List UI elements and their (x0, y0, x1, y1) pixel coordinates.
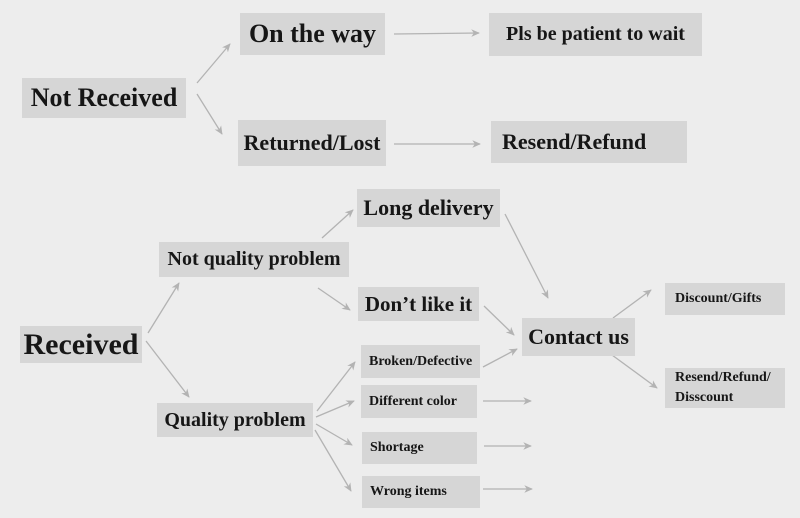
node-resend-refund-disscount: Resend/Refund/ Disscount (665, 368, 785, 408)
node-pls-be-patient: Pls be patient to wait (489, 13, 702, 56)
arrow-quality-to-broken (316, 361, 356, 412)
arrow-contact-us-to-discount-gifts (612, 289, 652, 319)
node-returned-lost: Returned/Lost (238, 120, 386, 166)
arrow-on-the-way-to-pls-patient (393, 29, 480, 37)
node-broken-defective: Broken/Defective (361, 345, 480, 378)
node-not-quality-problem: Not quality problem (159, 242, 349, 277)
node-resend-refund-disscount-line1: Resend/Refund/ (675, 369, 771, 385)
arrow-quality-to-different (315, 400, 355, 418)
arrow-received-to-not-quality (147, 282, 180, 334)
node-resend-refund-disscount-line2: Disscount (675, 390, 734, 405)
node-contact-us: Contact us (522, 318, 635, 356)
arrow-long-delivery-to-contact-us (504, 213, 549, 299)
node-wrong-items: Wrong items (362, 476, 480, 508)
node-dont-like-it: Don’t like it (358, 287, 479, 321)
arrow-not-received-to-returned-lost (196, 93, 223, 135)
node-different-color: Different color (361, 385, 477, 418)
node-not-received: Not Received (22, 78, 186, 118)
arrow-not-received-to-on-the-way (196, 43, 231, 84)
arrow-not-quality-to-long-delivery (321, 209, 354, 239)
node-received: Received (20, 326, 142, 363)
arrow-not-quality-to-dont-like (317, 287, 351, 311)
arrow-dont-like-to-contact-us (483, 305, 515, 336)
arrow-received-to-quality (145, 340, 190, 398)
node-quality-problem: Quality problem (157, 403, 313, 437)
arrow-broken-to-contact-us (482, 348, 518, 368)
node-discount-gifts: Discount/Gifts (665, 283, 785, 315)
node-resend-refund: Resend/Refund (491, 121, 687, 163)
arrow-quality-to-wrong (314, 429, 352, 492)
node-on-the-way: On the way (240, 13, 385, 55)
node-long-delivery: Long delivery (357, 189, 500, 227)
arrow-contact-us-to-resend-disscount (611, 354, 658, 389)
node-shortage: Shortage (362, 432, 477, 464)
arrow-quality-to-shortage (315, 423, 353, 446)
